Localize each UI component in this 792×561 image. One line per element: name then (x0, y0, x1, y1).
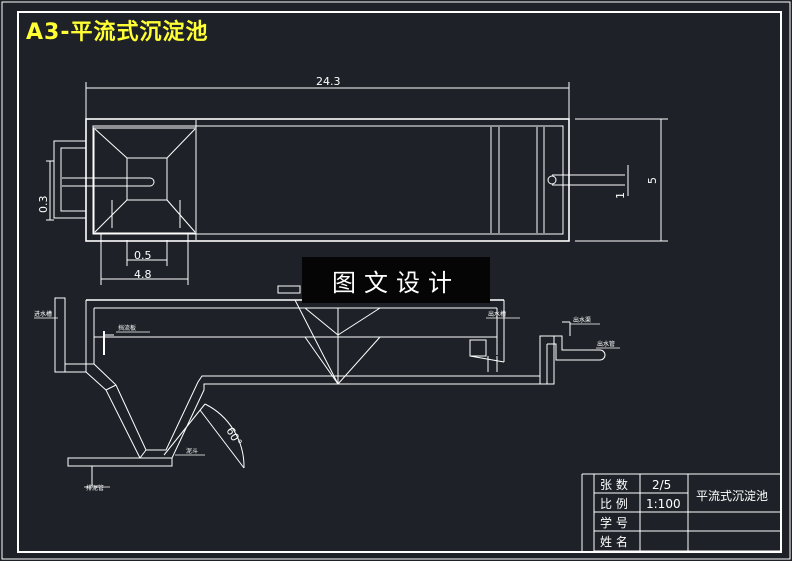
tb-drawing-name: 平流式沉淀池 (696, 489, 768, 503)
dim-inner: 0.5 (134, 249, 152, 262)
label-sludge-hopper: 泥斗 (186, 447, 198, 455)
dim-length: 24.3 (316, 75, 341, 88)
inner-border (17, 11, 782, 553)
tb-scale-value: 1:100 (646, 497, 681, 511)
dim-bottom: 4.8 (134, 268, 152, 281)
tb-scale-label: 比 例 (600, 497, 628, 511)
tb-sheets-value: 2/5 (652, 478, 671, 492)
watermark-banner: 图文设计 (302, 257, 490, 303)
title-block (581, 473, 782, 552)
section-view (34, 285, 620, 488)
label-outlet-pipe: 出水管 (597, 340, 615, 348)
tb-student-id-label: 学 号 (600, 515, 628, 530)
plan-view (46, 82, 668, 285)
label-baffle: 挡流板 (118, 324, 136, 332)
label-drain-pipe: 排泥管 (86, 484, 104, 492)
dim-small-right: 1 (614, 192, 627, 199)
tb-name-label: 姓 名 (600, 534, 628, 549)
label-outlet-trough: 出水槽 (488, 310, 506, 318)
label-outlet-channel: 出水渠 (573, 316, 591, 324)
drawing-title: A3-平流式沉淀池 (26, 20, 209, 45)
dim-width: 5 (646, 177, 659, 184)
tb-sheets-label: 张 数 (600, 477, 628, 492)
dim-left: 0.3 (37, 196, 50, 214)
label-inlet-trough: 进水槽 (34, 310, 52, 318)
